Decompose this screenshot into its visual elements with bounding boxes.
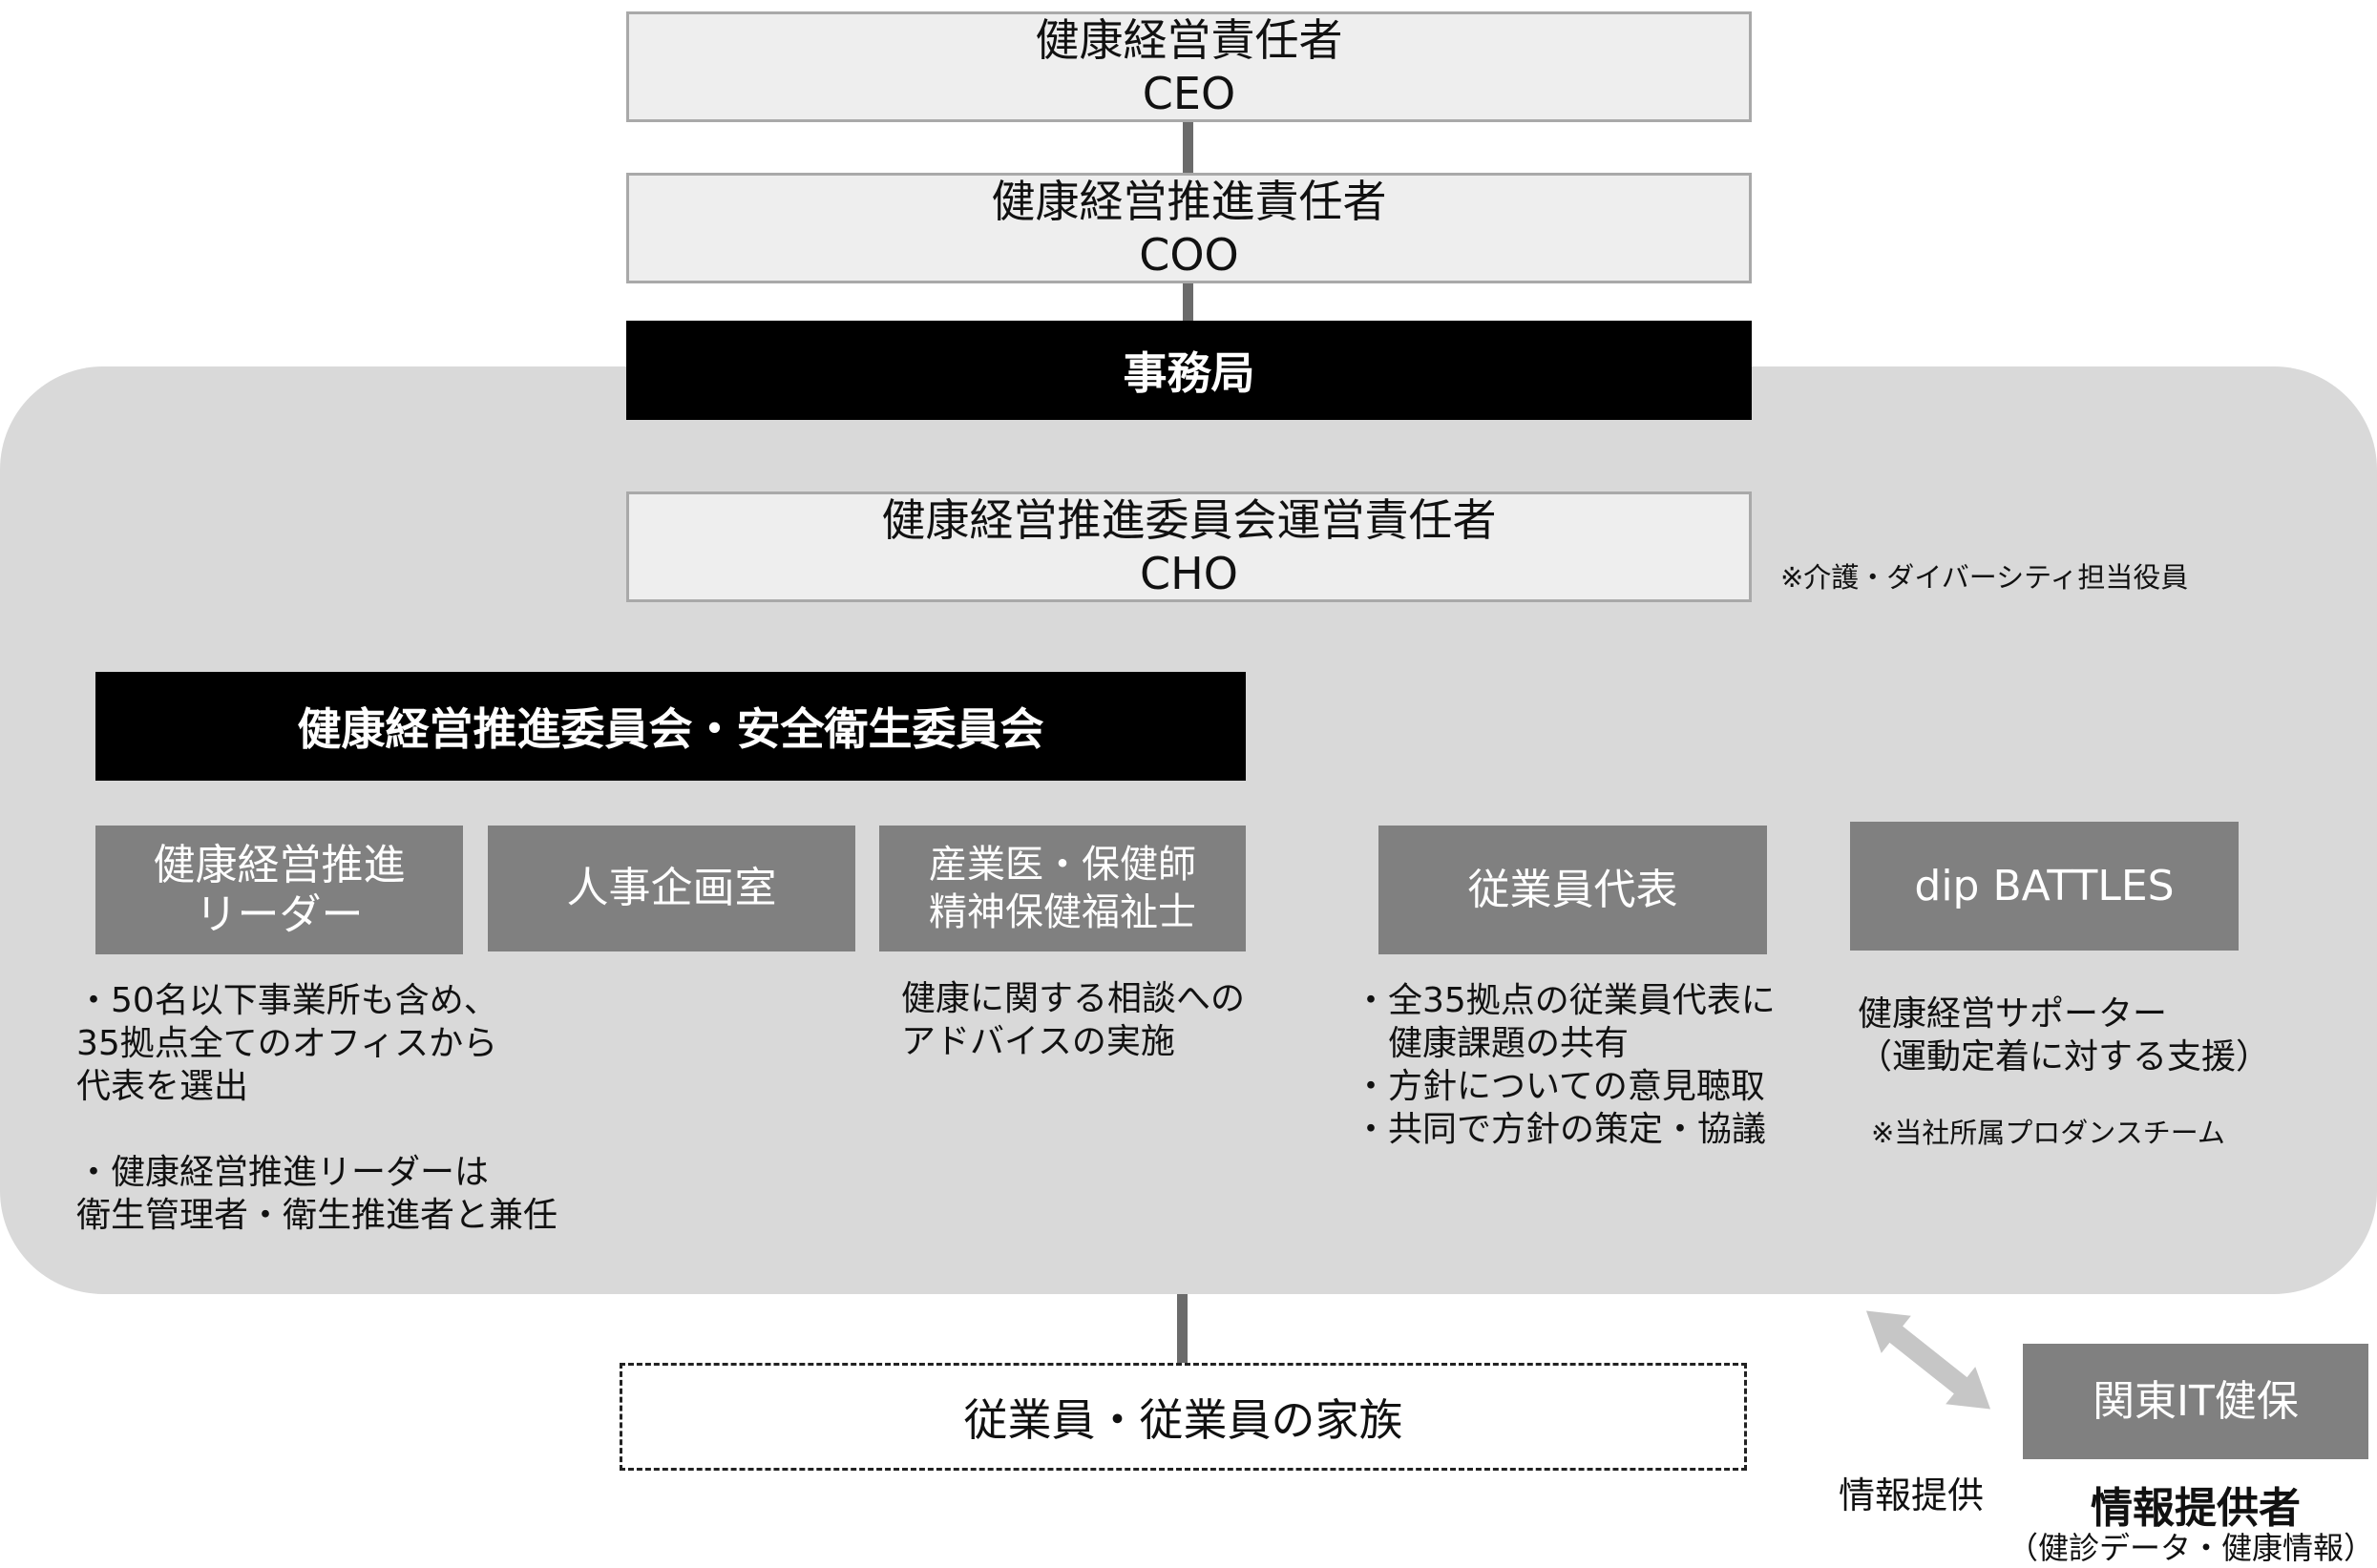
kanto-it-box: 関東IT健保 [2023,1344,2368,1459]
medical-label-2: 精神保健福祉士 [929,890,1196,934]
coo-box: 健康経営推進責任者 COO [626,173,1752,283]
battles-note: ※当社所属プロダンスチーム [1871,1117,2225,1149]
battles-description: 健康経営サポーター （運動定着に対する支援） [1858,993,2270,1078]
battles-box: dip BATTLES [1850,822,2239,951]
hr-box: 人事企画室 [488,826,855,951]
leader-desc-line: 代表を選出 [76,1067,249,1106]
battles-label: dip BATTLES [1914,861,2175,910]
cho-title: 健康経営推進委員会運営責任者 [881,494,1497,546]
coo-title: 健康経営推進責任者 [991,176,1387,227]
medical-label-1: 産業医・保健師 [929,843,1196,887]
employee-rep-desc-line: ・共同で方針の策定・協議 [1354,1110,1767,1149]
ceo-title: 健康経営責任者 [1035,14,1343,66]
employee-rep-desc-line: 健康課題の共有 [1354,1024,1630,1063]
battles-desc-line: （運動定着に対する支援） [1858,1037,2271,1077]
kanto-it-label: 関東IT健保 [2093,1376,2299,1426]
provider-subtitle: （健診データ・健康情報） [2007,1530,2374,1566]
leader-desc-spacer [76,1108,557,1151]
coo-role: COO [1139,229,1239,281]
committee-header: 健康経営推進委員会・安全衛生委員会 [95,672,1246,781]
medical-box: 産業医・保健師 精神保健福祉士 [879,826,1246,951]
provider-title: 情報提供者 [2091,1484,2301,1533]
employee-rep-label: 従業員代表 [1467,865,1678,914]
leader-desc-line: 衛生管理者・衛生推進者と兼任 [76,1196,558,1235]
employee-rep-description: ・全35拠点の従業員代表に 健康課題の共有 ・方針についての意見聴取 ・共同で方… [1354,979,1776,1151]
medical-description: 健康に関する相談への アドバイスの実施 [901,977,1245,1063]
ceo-role: CEO [1142,68,1236,119]
cho-box: 健康経営推進委員会運営責任者 CHO [626,491,1752,602]
employees-label: 従業員・従業員の家族 [963,1393,1403,1446]
leader-description: ・50名以下事業所も含め、 35拠点全てのオフィスから 代表を選出 ・健康経営推… [76,979,557,1237]
secretariat-label: 事務局 [1123,347,1255,399]
ceo-box: 健康経営責任者 CEO [626,11,1752,122]
secretariat-box: 事務局 [626,321,1752,420]
medical-desc-line: 健康に関する相談への [901,979,1246,1018]
double-arrow-icon [1865,1310,1991,1410]
employee-rep-desc-line: ・全35拠点の従業員代表に [1354,981,1776,1020]
double-arrow-shape [1865,1310,1991,1410]
employee-rep-desc-line: ・方針についての意見聴取 [1354,1067,1765,1106]
leader-box: 健康経営推進 リーダー [95,826,463,954]
connector-coo-secretariat [1183,282,1193,321]
cho-note: ※介護・ダイバーシティ担当役員 [1780,561,2189,594]
leader-desc-line: ・健康経営推進リーダーは [76,1153,490,1192]
medical-desc-line: アドバイスの実施 [901,1022,1175,1061]
cho-role: CHO [1140,548,1238,599]
hr-label: 人事企画室 [566,864,777,912]
leader-label-2: リーダー [195,889,364,939]
leader-desc-line: 35拠点全てのオフィスから [76,1024,498,1063]
committee-label: 健康経営推進委員会・安全衛生委員会 [297,703,1044,755]
connector-ceo-coo [1183,122,1193,173]
battles-desc-line: 健康経営サポーター [1858,994,2168,1034]
employees-box: 従業員・従業員の家族 [620,1363,1747,1471]
leader-label-1: 健康経営推進 [153,840,406,889]
info-exchange-label: 情報提供 [1839,1474,1985,1516]
leader-desc-line: ・50名以下事業所も含め、 [76,981,498,1020]
employee-rep-box: 従業員代表 [1378,826,1767,954]
connector-panel-employees [1177,1294,1188,1365]
